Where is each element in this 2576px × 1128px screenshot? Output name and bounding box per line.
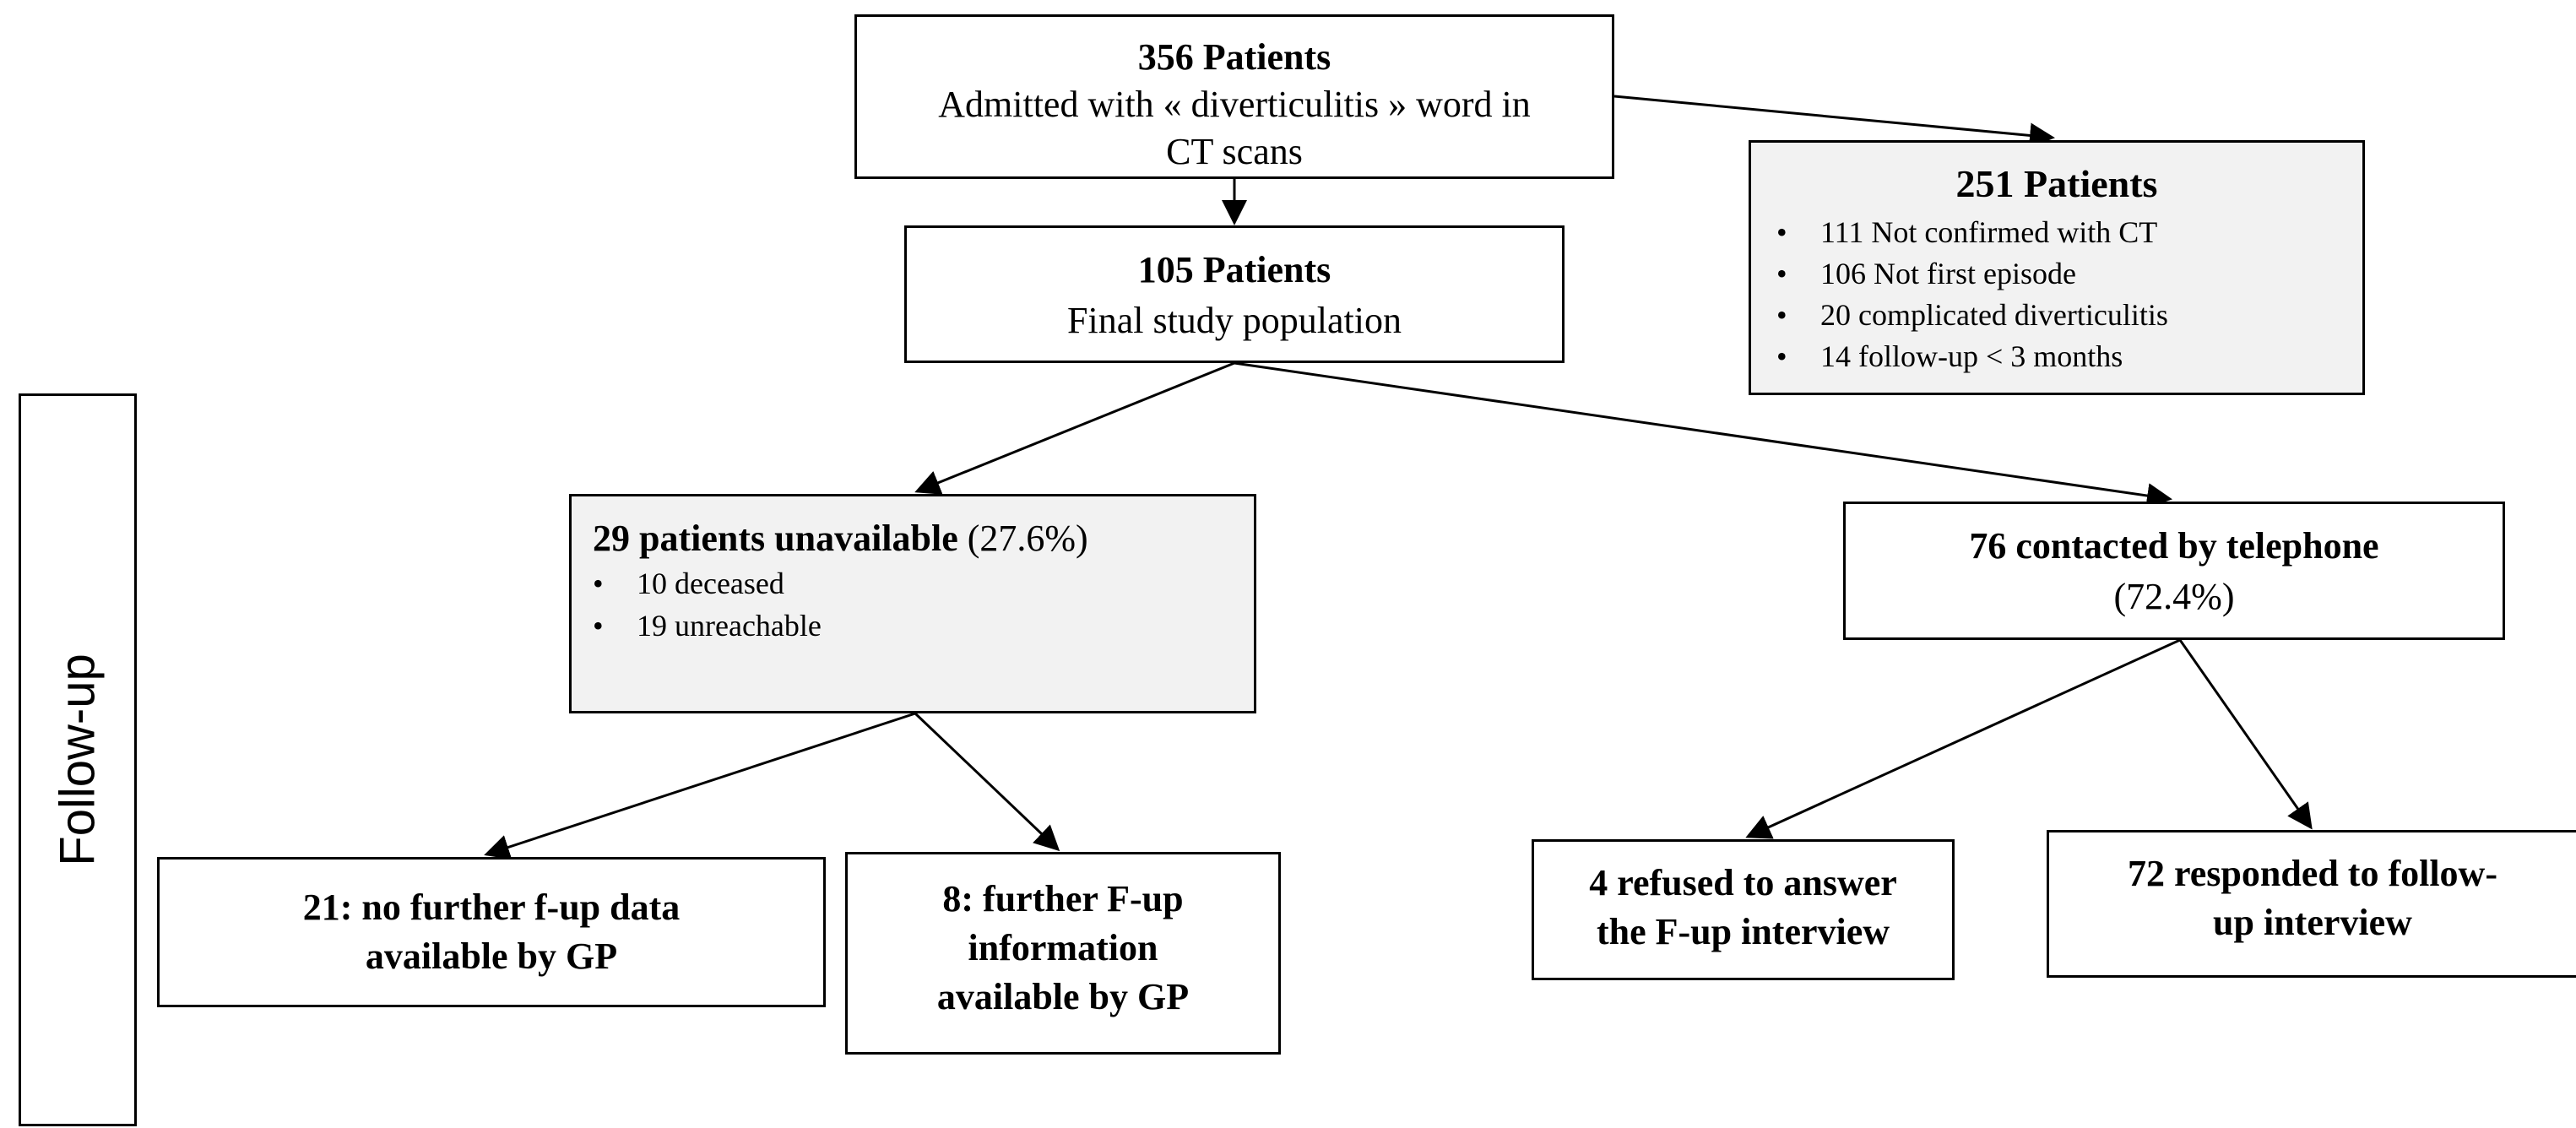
unavailable-heading: 29 patients unavailable (27.6%): [593, 515, 1254, 562]
excluded-reason: 106 Not first episode: [1776, 253, 2362, 295]
responded-line1: 72 responded to follow-: [2128, 853, 2497, 894]
unavailable-title: 29 patients unavailable: [593, 518, 958, 559]
no-further-line2: available by GP: [365, 935, 618, 977]
further-line2: information: [968, 927, 1158, 968]
final-population-box: 105 Patients Final study population: [904, 225, 1565, 363]
arrow-total-to-excluded: [1613, 95, 2055, 149]
further-line3: available by GP: [936, 976, 1190, 1017]
unavailable-reasons-list: 10 deceased 19 unreachable: [593, 562, 1254, 647]
contacted-title: 76 contacted by telephone: [1969, 525, 2379, 567]
total-description-line2: CT scans: [1166, 131, 1303, 172]
arrow-final-to-unavailable: [914, 361, 1235, 495]
contacted-patients-box: 76 contacted by telephone (72.4%): [1843, 502, 2505, 640]
total-patients-box: 356 Patients Admitted with « diverticuli…: [854, 14, 1614, 179]
excluded-count: 251 Patients: [1955, 162, 2158, 205]
arrow-contacted-to-responded: [2178, 639, 2313, 830]
refused-line1: 4 refused to answer: [1589, 862, 1897, 903]
total-count: 356 Patients: [1137, 36, 1331, 78]
responded-box: 72 responded to follow- up interview: [2047, 830, 2576, 978]
excluded-reason: 111 Not confirmed with CT: [1776, 212, 2362, 253]
further-line1: 8: further F-up: [942, 878, 1184, 919]
excluded-reason: 20 complicated diverticulitis: [1776, 295, 2362, 336]
arrow-unavailable-to-nofurther: [484, 712, 916, 860]
unavailable-percent: (27.6%): [967, 518, 1088, 559]
excluded-reasons-list: 111 Not confirmed with CT 106 Not first …: [1751, 212, 2362, 377]
unavailable-patients-box: 29 patients unavailable (27.6%) 10 decea…: [569, 494, 1256, 713]
final-description: Final study population: [1067, 300, 1402, 341]
followup-label: Follow-up: [50, 653, 106, 866]
no-further-line1: 21: no further f-up data: [302, 887, 681, 928]
arrow-final-to-contacted: [1234, 361, 2172, 508]
followup-section-box: Follow-up: [19, 393, 137, 1126]
arrow-unavailable-to-further: [914, 712, 1060, 852]
final-count: 105 Patients: [1137, 249, 1331, 290]
unavailable-reason: 19 unreachable: [593, 605, 1254, 647]
total-description-line1: Admitted with « diverticulitis » word in: [938, 84, 1531, 125]
unavailable-reason: 10 deceased: [593, 562, 1254, 605]
further-data-box: 8: further F-up information available by…: [845, 852, 1281, 1055]
refused-line2: the F-up interview: [1596, 911, 1890, 952]
responded-line2: up interview: [2213, 902, 2412, 943]
no-further-data-box: 21: no further f-up data available by GP: [157, 857, 826, 1007]
contacted-percent: (72.4%): [2113, 576, 2235, 617]
excluded-reason: 14 follow-up < 3 months: [1776, 336, 2362, 377]
refused-box: 4 refused to answer the F-up interview: [1532, 839, 1955, 980]
excluded-patients-box: 251 Patients 111 Not confirmed with CT 1…: [1749, 140, 2365, 395]
arrow-contacted-to-refused: [1745, 638, 2181, 839]
